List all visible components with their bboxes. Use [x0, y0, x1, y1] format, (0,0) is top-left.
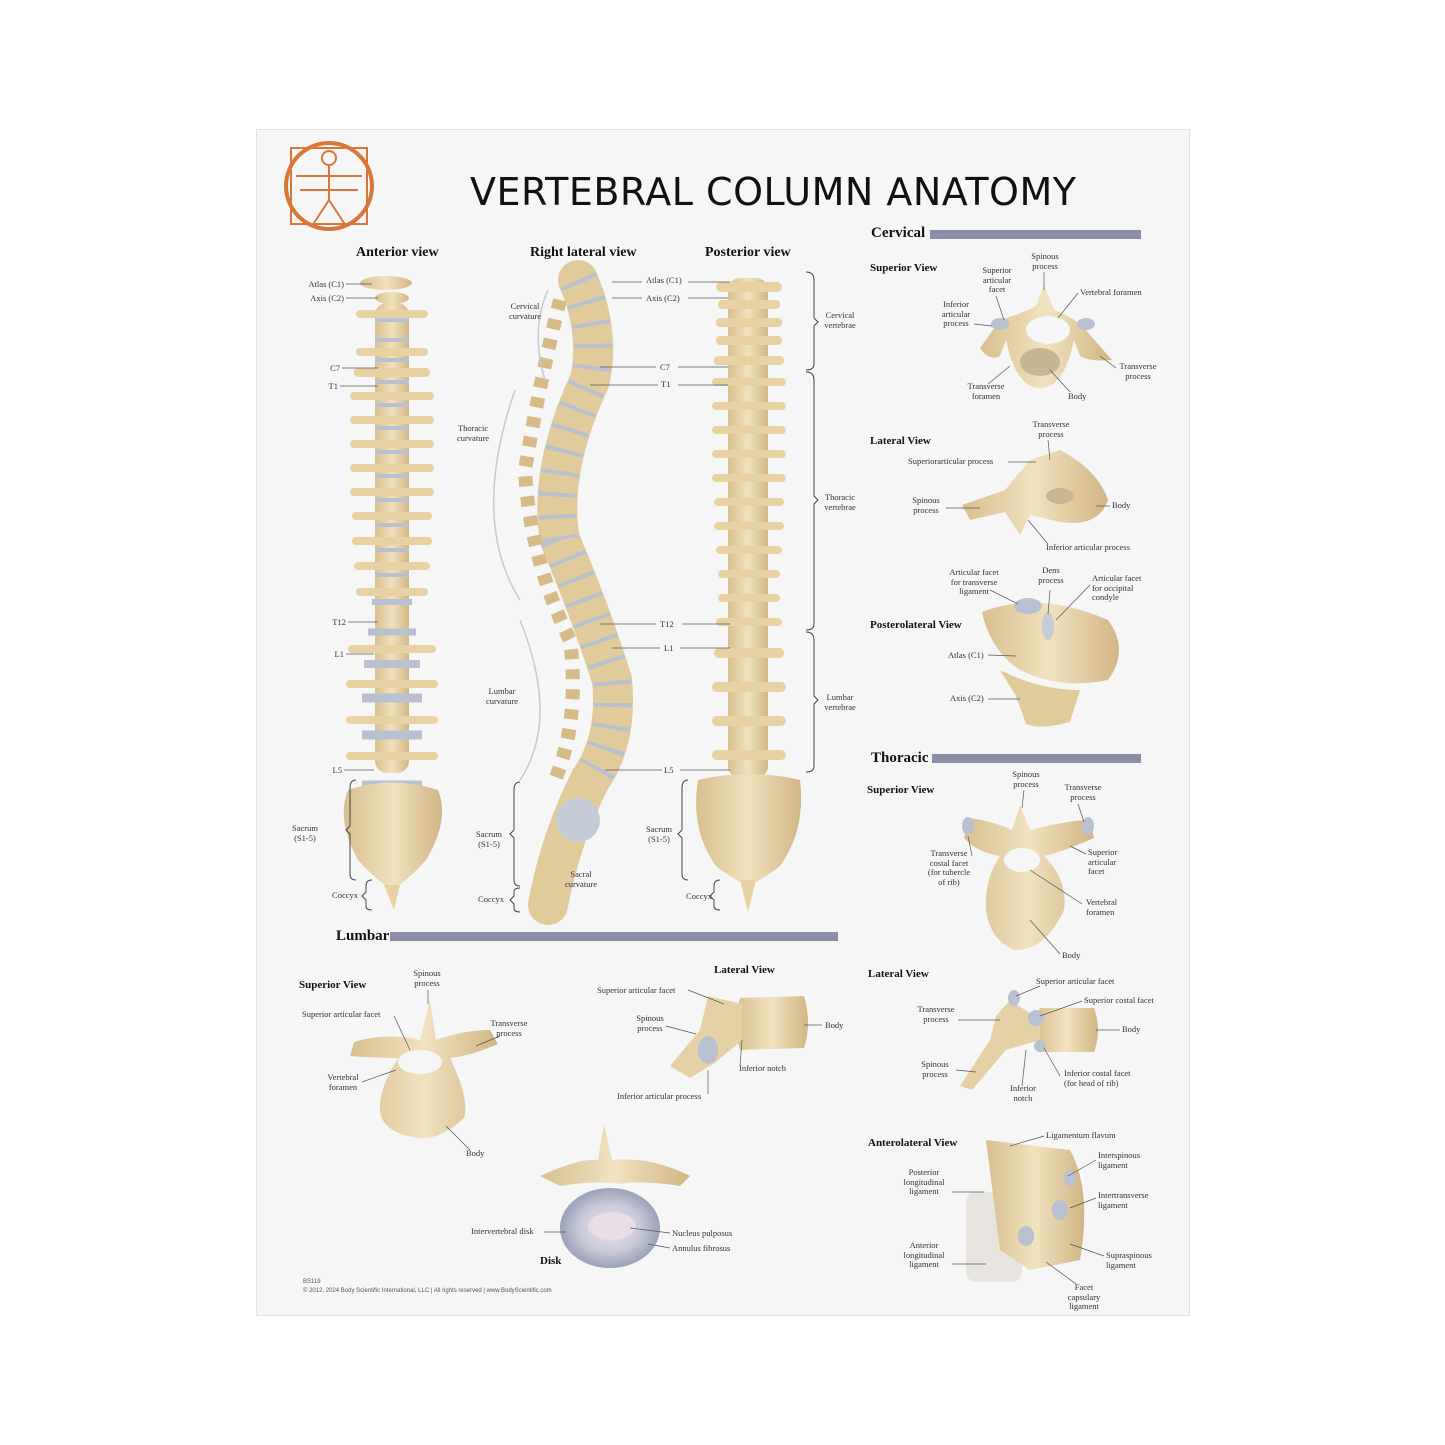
label-ts-spinous-process: Spinous process: [1012, 769, 1040, 789]
label-cs-inferior-articular-process: Inferior articular process: [941, 299, 971, 328]
label-atlas: Atlas (C1): [308, 279, 344, 289]
label-ta-interspinous-ligament: Interspinous ligament: [1098, 1150, 1141, 1170]
label-posterior-sacrum: Sacrum (S1-5): [646, 824, 672, 844]
cervical-posterolateral-view-title: Posterolateral View: [870, 619, 962, 631]
label-cl-superior-articular-process: Superiorarticular process: [908, 456, 994, 466]
thoracic-anterolateral-view-title: Anterolateral View: [868, 1137, 958, 1149]
label-lateral-axis: Axis (C2): [646, 293, 680, 303]
label-ta-facet-capsulary: Facet capsulary ligament: [1067, 1282, 1101, 1311]
label-ll-superior-articular-facet: Superior articular facet: [597, 985, 676, 995]
label-ta-ligamentum-flavum: Ligamentum flavum: [1046, 1130, 1116, 1140]
label-axis: Axis (C2): [310, 293, 344, 303]
label-ls-superior-articular-facet: Superior articular facet: [302, 1009, 381, 1019]
label-lateral-atlas: Atlas (C1): [646, 275, 682, 285]
thoracic-heading: Thoracic: [871, 750, 929, 766]
label-lateral-t12: T12: [660, 619, 674, 629]
cervical-heading: Cervical: [871, 225, 926, 241]
label-ts-transverse-costal-facet: Transverse costal facet (for tubercle of…: [927, 848, 971, 887]
label-ta-supraspinous-ligament: Supraspinous ligament: [1106, 1250, 1152, 1270]
label-l5: L5: [332, 765, 342, 775]
label-ls-vertebral-foramen: Vertebral foramen: [327, 1072, 359, 1092]
label-cp-atlas: Atlas (C1): [948, 650, 984, 660]
label-cs-transverse-process: Transverse process: [1119, 361, 1157, 381]
posterior-view-heading: Posterior view: [705, 245, 791, 260]
label-ts-vertebral-foramen: Vertebral foramen: [1086, 897, 1118, 917]
label-ts-body: Body: [1062, 950, 1081, 960]
label-cervical-curvature: Cervical curvature: [508, 301, 542, 321]
label-lateral-l1: L1: [664, 643, 674, 653]
cervical-divider-bar: [930, 230, 1141, 239]
label-thoracic-vertebrae: Thoracic vertebrae: [824, 492, 856, 512]
label-tl-spinous-process: Spinous process: [921, 1059, 949, 1079]
label-ll-inferior-notch: Inferior notch: [739, 1063, 786, 1073]
label-ll-inferior-articular-process: Inferior articular process: [617, 1091, 702, 1101]
label-cp-axis: Axis (C2): [950, 693, 984, 703]
label-ta-anterior-longitudinal: Anterior longitudinal ligament: [903, 1240, 945, 1269]
lumbar-divider-bar: [390, 932, 838, 941]
label-ts-superior-articular-facet: Superior articular facet: [1088, 847, 1118, 876]
label-cp-dens-process: Dens process: [1038, 565, 1064, 585]
label-cs-superior-articular-facet: Superior articular facet: [982, 265, 1012, 294]
label-t1: T1: [328, 381, 338, 391]
label-cl-inferior-articular-process: Inferior articular process: [1046, 542, 1131, 552]
label-l1: L1: [334, 649, 344, 659]
label-tl-superior-articular-facet: Superior articular facet: [1036, 976, 1115, 986]
label-t12: T12: [332, 617, 346, 627]
label-tl-inferior-notch: Inferior notch: [1010, 1083, 1036, 1103]
label-ta-posterior-longitudinal: Posterior longitudinal ligament: [903, 1167, 945, 1196]
product-code: BS119: [303, 1279, 321, 1285]
label-ld-nucleus-pulposus: Nucleus pulposus: [672, 1228, 733, 1238]
label-ld-annulus-fibrosus: Annulus fibrosus: [672, 1243, 731, 1253]
label-cl-spinous-process: Spinous process: [912, 495, 940, 515]
label-lumbar-vertebrae: Lumbar vertebrae: [824, 692, 856, 712]
label-sacral-curvature: Sacral curvature: [564, 869, 598, 889]
copyright-text: © 2012, 2024 Body Scientific Internation…: [303, 1288, 552, 1294]
cervical-lateral-view-title: Lateral View: [870, 435, 931, 447]
anterior-view-heading: Anterior view: [356, 245, 439, 260]
label-ts-transverse-process: Transverse process: [1064, 782, 1102, 802]
label-tl-body: Body: [1122, 1024, 1141, 1034]
label-cs-transverse-foramen: Transverse foramen: [967, 381, 1005, 401]
lumbar-disk-title: Disk: [540, 1255, 562, 1267]
label-ll-spinous-process: Spinous process: [636, 1013, 664, 1033]
lumbar-lateral-view-title: Lateral View: [714, 964, 775, 976]
label-ll-body: Body: [825, 1020, 844, 1030]
label-lateral-c7: C7: [660, 362, 670, 372]
label-coccyx: Coccyx: [332, 890, 358, 900]
label-cs-body: Body: [1068, 391, 1087, 401]
label-lateral-coccyx: Coccyx: [478, 894, 504, 904]
label-sacrum: Sacrum (S1-5): [292, 823, 318, 843]
label-ls-spinous-process: Spinous process: [413, 968, 441, 988]
label-lumbar-curvature: Lumbar curvature: [485, 686, 519, 706]
cervical-superior-view-title: Superior View: [870, 262, 938, 274]
thoracic-superior-view-title: Superior View: [867, 784, 935, 796]
label-lateral-l5: L5: [664, 765, 674, 775]
label-tl-inferior-costal-facet: Inferior costal facet (for head of rib): [1064, 1068, 1131, 1088]
label-ta-intertransverse-ligament: Intertransverse ligament: [1098, 1190, 1149, 1210]
thoracic-divider-bar: [932, 754, 1141, 763]
label-cervical-vertebrae: Cervical vertebrae: [824, 310, 856, 330]
lateral-view-heading: Right lateral view: [530, 245, 637, 260]
label-cp-articular-facet-occipital: Articular facet for occipital condyle: [1092, 573, 1142, 602]
thoracic-lateral-view-title: Lateral View: [868, 968, 929, 980]
page-title: VERTEBRAL COLUMN ANATOMY: [470, 170, 1077, 214]
label-c7: C7: [330, 363, 340, 373]
label-lateral-sacrum: Sacrum (S1-5): [476, 829, 502, 849]
label-cl-body: Body: [1112, 500, 1131, 510]
lumbar-heading: Lumbar: [336, 928, 390, 944]
label-tl-superior-costal-facet: Superior costal facet: [1084, 995, 1154, 1005]
label-ld-intervertebral-disk: Intervertebral disk: [471, 1226, 534, 1236]
lumbar-superior-view-title: Superior View: [299, 979, 367, 991]
label-thoracic-curvature: Thoracic curvature: [456, 423, 490, 443]
label-ls-transverse-process: Transverse process: [490, 1018, 528, 1038]
label-cs-vertebral-foramen: Vertebral foramen: [1080, 287, 1142, 297]
label-posterior-coccyx: Coccyx: [686, 891, 712, 901]
label-ls-body: Body: [466, 1148, 485, 1158]
label-cp-articular-facet-transverse: Articular facet for transverse ligament: [949, 567, 999, 596]
label-tl-transverse-process: Transverse process: [917, 1004, 955, 1024]
label-cs-spinous-process: Spinous process: [1031, 251, 1059, 271]
label-lateral-t1: T1: [661, 379, 671, 389]
label-cl-transverse-process: Transverse process: [1032, 419, 1070, 439]
